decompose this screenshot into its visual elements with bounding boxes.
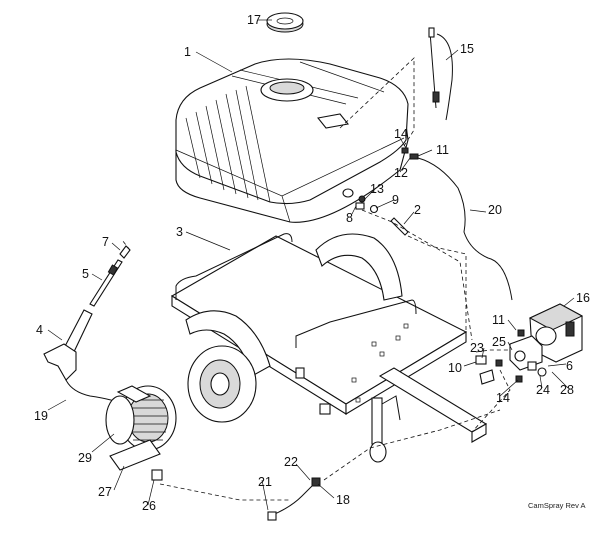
tank-lid (266, 12, 304, 33)
engine-pump-unit (509, 303, 584, 377)
callout-10: 10 (448, 361, 462, 375)
callout-21: 21 (258, 475, 272, 489)
callout-13: 13 (370, 182, 384, 196)
callouts: 17 1 15 14 11 12 13 9 8 2 20 3 7 5 16 11… (34, 13, 590, 513)
callout-16: 16 (576, 291, 590, 305)
callout-3: 3 (176, 225, 183, 239)
tank-fittings (355, 147, 419, 236)
callout-14-top: 14 (394, 127, 408, 141)
callout-28: 28 (560, 383, 574, 397)
callout-8: 8 (346, 211, 353, 225)
callout-22: 22 (284, 455, 298, 469)
feed-hose (267, 477, 321, 521)
callout-17: 17 (247, 13, 261, 27)
callout-27: 27 (98, 485, 112, 499)
callout-19: 19 (34, 409, 48, 423)
callout-18: 18 (336, 493, 350, 507)
trailer (170, 233, 488, 463)
callout-5: 5 (82, 267, 89, 281)
callout-26: 26 (142, 499, 156, 513)
callout-12: 12 (394, 166, 408, 180)
callout-6: 6 (566, 359, 573, 373)
fill-lance (428, 27, 453, 121)
pump-fittings (475, 355, 523, 385)
callout-11-pump: 11 (492, 313, 505, 327)
callout-1: 1 (184, 45, 191, 59)
callout-9: 9 (392, 193, 399, 207)
callout-7: 7 (102, 235, 109, 249)
hose-reel (105, 385, 177, 481)
routing-lines (121, 57, 511, 501)
callout-29: 29 (78, 451, 92, 465)
callout-15: 15 (460, 42, 474, 56)
callout-4: 4 (36, 323, 43, 337)
callout-2: 2 (414, 203, 421, 217)
tank (175, 58, 409, 223)
callout-11-top: 11 (436, 143, 449, 157)
revision-label: CamSpray Rev A (528, 501, 586, 510)
callout-23: 23 (470, 341, 484, 355)
leader-lines (47, 19, 575, 511)
callout-20: 20 (488, 203, 502, 217)
callout-14-pump: 14 (496, 391, 510, 405)
callout-24: 24 (536, 383, 550, 397)
suction-hose (417, 157, 513, 301)
callout-25: 25 (492, 335, 506, 349)
